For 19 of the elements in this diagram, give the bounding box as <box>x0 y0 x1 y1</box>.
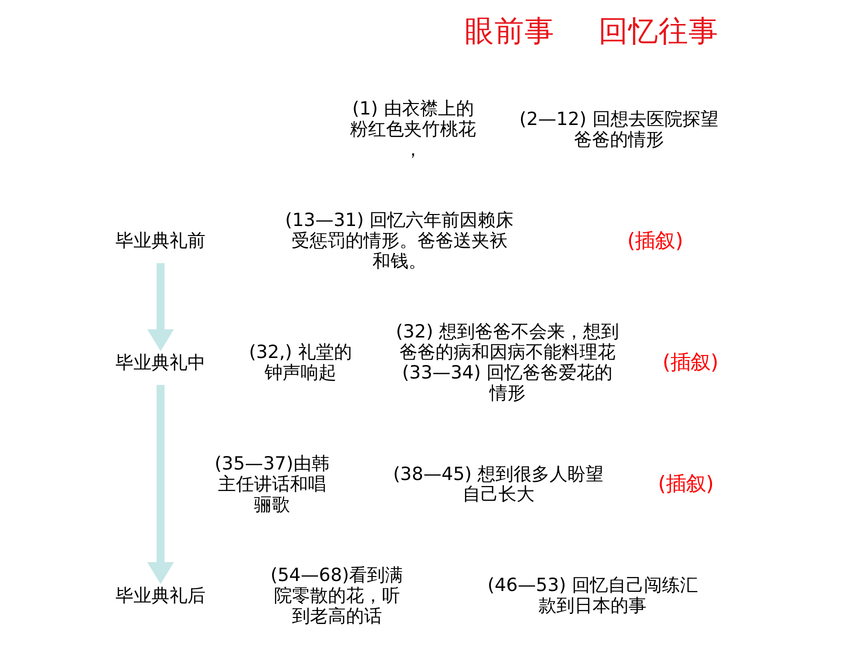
node-text: (54—68)看到满院零散的花，听到老高的话 <box>270 564 404 627</box>
label: (插叙) <box>627 228 684 252</box>
node-text: (1) 由衣襟上的粉红色夹竹桃花， <box>350 98 476 161</box>
node-text: (35—37)由韩主任讲话和唱骊歌 <box>214 454 330 516</box>
label: 眼前事 <box>464 14 555 48</box>
node-text: 毕业典礼中 <box>116 352 206 374</box>
label: (插叙) <box>658 472 714 496</box>
node-text: (32) 想到爸爸不会来，想到爸爸的病和因病不能料理花 (33—34) 回忆爸爸爱花的情形 <box>396 322 619 404</box>
node-text: (38—45) 想到很多人盼望自己长大 <box>393 464 604 506</box>
arrow <box>147 384 174 584</box>
node-text: (13—31) 回忆六年前因赖床受惩罚的情形。爸爸送夹袄和钱。 <box>285 210 514 272</box>
node-text: 毕业典礼前 <box>116 230 206 252</box>
node-text: (46—53) 回忆自己闯练汇款到日本的事 <box>487 575 698 617</box>
arrow <box>147 263 174 352</box>
label: (插叙) <box>662 350 718 374</box>
node-text: (2—12) 回想去医院探望爸爸的情形 <box>519 108 718 150</box>
label: 回忆往事 <box>598 14 719 48</box>
node-text: 毕业典礼后 <box>116 585 206 606</box>
node-text: (32,) 礼堂的钟声响起 <box>248 342 352 384</box>
